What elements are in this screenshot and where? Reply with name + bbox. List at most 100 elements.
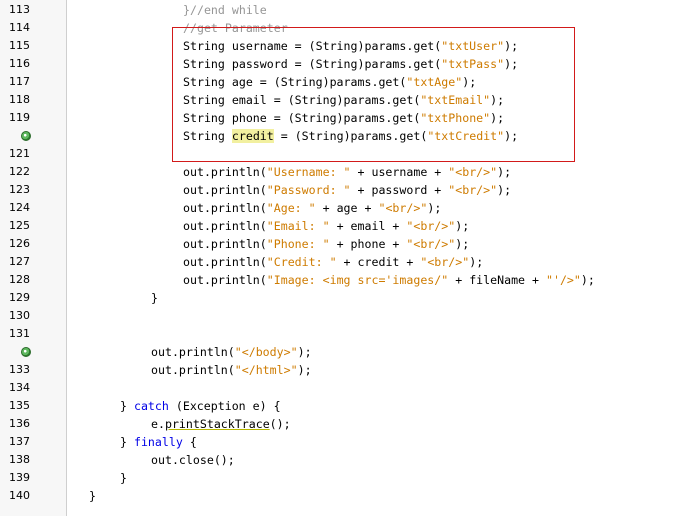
string-literal: "<br/>"	[448, 165, 498, 179]
code-token: out.println(	[183, 255, 267, 269]
code-token: out.println(	[183, 273, 267, 287]
code-token: }	[89, 489, 96, 503]
code-line[interactable]: out.println("Phone: " + phone + "<br/>")…	[183, 235, 469, 253]
code-token: );	[455, 219, 470, 233]
code-token: );	[504, 39, 519, 53]
line-number: 129	[9, 291, 30, 304]
keyword: finally	[133, 435, 183, 449]
code-line[interactable]: String username = (String)params.get("tx…	[183, 37, 518, 55]
code-line[interactable]: out.println("</html>");	[151, 361, 312, 379]
code-token: out.println(	[151, 363, 235, 377]
line-number: 133	[9, 363, 30, 376]
code-token: + password +	[350, 183, 449, 197]
code-token: }	[120, 435, 134, 449]
code-token: out.println(	[183, 237, 267, 251]
code-line[interactable]: } finally {	[120, 433, 197, 451]
code-line[interactable]: } catch (Exception e) {	[120, 397, 281, 415]
code-line[interactable]: String email = (String)params.get("txtEm…	[183, 91, 504, 109]
code-token: + fileName +	[448, 273, 546, 287]
code-line[interactable]: }	[151, 289, 158, 307]
code-line[interactable]: }	[89, 487, 96, 505]
code-line[interactable]: out.println("Email: " + email + "<br/>")…	[183, 217, 469, 235]
code-token: = (String)params.get(	[273, 129, 428, 143]
keyword: catch	[133, 399, 169, 413]
string-literal: "'/>"	[545, 273, 581, 287]
code-token: ();	[269, 417, 291, 431]
line-number: 128	[9, 273, 30, 286]
line-number: 122	[9, 165, 30, 178]
code-token: out.close();	[151, 453, 235, 467]
line-number: 113	[9, 3, 30, 16]
code-token: );	[580, 273, 595, 287]
code-line[interactable]: out.println("</body>");	[151, 343, 312, 361]
code-token: );	[504, 57, 519, 71]
code-token: }	[151, 291, 158, 305]
code-token: );	[462, 75, 477, 89]
code-line[interactable]: out.println("Password: " + password + "<…	[183, 181, 511, 199]
code-token: printStackTrace	[164, 417, 270, 431]
highlighted-token: credit	[231, 129, 274, 143]
code-token: );	[455, 237, 470, 251]
code-token: );	[490, 111, 505, 125]
code-token: String age = (String)params.get(	[183, 75, 407, 89]
code-token: out.println(	[183, 201, 267, 215]
line-number: 140	[9, 489, 30, 502]
code-line[interactable]: out.println("Age: " + age + "<br/>");	[183, 199, 441, 217]
string-literal: "Credit: "	[266, 255, 337, 269]
line-number: 118	[9, 93, 30, 106]
line-number-gutter[interactable]	[0, 0, 66, 516]
code-line[interactable]: out.println("Credit: " + credit + "<br/>…	[183, 253, 483, 271]
code-line[interactable]: String credit = (String)params.get("txtC…	[183, 127, 518, 145]
line-number: 116	[9, 57, 30, 70]
code-line[interactable]: e.printStackTrace();	[151, 415, 291, 433]
code-line[interactable]: String password = (String)params.get("tx…	[183, 55, 518, 73]
breakpoint-icon[interactable]	[21, 347, 31, 357]
code-line[interactable]: }	[120, 469, 127, 487]
string-literal: "Age: "	[266, 201, 316, 215]
code-line[interactable]: out.println("Image: <img src='images/" +…	[183, 271, 595, 289]
line-number: 121	[9, 147, 30, 160]
string-literal: "<br/>"	[448, 183, 498, 197]
code-token: + username +	[350, 165, 449, 179]
line-number: 123	[9, 183, 30, 196]
line-number: 119	[9, 111, 30, 124]
code-line[interactable]: }//end while	[183, 1, 267, 19]
line-number: 135	[9, 399, 30, 412]
line-number: 138	[9, 453, 30, 466]
string-literal: "<br/>"	[420, 255, 470, 269]
breakpoint-icon[interactable]	[21, 131, 31, 141]
code-line[interactable]: out.println("Username: " + username + "<…	[183, 163, 511, 181]
string-literal: "Email: "	[266, 219, 330, 233]
string-literal: "<br/>"	[406, 219, 456, 233]
code-token: );	[297, 363, 312, 377]
code-line[interactable]: out.close();	[151, 451, 235, 469]
code-line[interactable]: //get Parameter	[183, 19, 288, 37]
code-line[interactable]: String age = (String)params.get("txtAge"…	[183, 73, 476, 91]
code-token: + age +	[315, 201, 379, 215]
code-token: );	[490, 93, 505, 107]
code-token: String	[183, 129, 232, 143]
code-token: );	[427, 201, 442, 215]
string-literal: "</body>"	[234, 345, 298, 359]
string-literal: "<br/>"	[378, 201, 428, 215]
string-literal: "</html>"	[234, 363, 298, 377]
line-number: 115	[9, 39, 30, 52]
comment: //get Parameter	[183, 21, 288, 35]
line-number: 131	[9, 327, 30, 340]
code-token: String username = (String)params.get(	[183, 39, 442, 53]
code-token: out.println(	[183, 165, 267, 179]
highlight-box	[172, 27, 575, 162]
code-token: String email = (String)params.get(	[183, 93, 421, 107]
line-number: 139	[9, 471, 30, 484]
code-token: + credit +	[336, 255, 421, 269]
string-literal: "Phone: "	[266, 237, 330, 251]
line-number: 134	[9, 381, 30, 394]
string-literal: "txtPass"	[441, 57, 505, 71]
code-token: out.println(	[183, 183, 267, 197]
string-literal: "Password: "	[266, 183, 351, 197]
code-line[interactable]: String phone = (String)params.get("txtPh…	[183, 109, 504, 127]
code-token: }	[120, 471, 127, 485]
line-number: 114	[9, 21, 30, 34]
string-literal: "txtAge"	[406, 75, 463, 89]
